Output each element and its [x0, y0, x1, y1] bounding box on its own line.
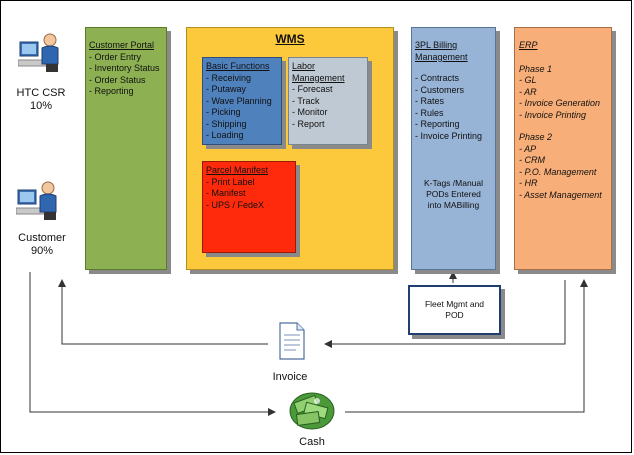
erp-box: ERP Phase 1 GL AR Invoice Generation Inv…	[514, 27, 612, 270]
list-item: Loading	[206, 130, 278, 142]
billing-note-line1: K-Tags /Manual	[423, 178, 484, 188]
csr-share: 10%	[29, 100, 53, 112]
list-item: HR	[519, 178, 608, 190]
parcel-manifest-title: Parcel Manifest	[206, 165, 269, 175]
billing-list: Contracts Customers Rates Rules Reportin…	[415, 73, 492, 142]
erp-phase1-title: Phase 1	[519, 63, 553, 74]
billing-note-line2: PODs Entered	[426, 189, 481, 199]
list-item: Invoice Printing	[415, 131, 492, 143]
invoice-label: Invoice	[272, 371, 308, 383]
customer-portal-box: Customer Portal Order Entry Inventory St…	[85, 27, 167, 270]
list-item: Track	[292, 96, 364, 108]
list-item: Invoice Printing	[519, 110, 608, 122]
labor-management-title-line1: Labor	[292, 61, 316, 71]
cash-to-erp-line	[345, 279, 588, 413]
cash-label: Cash	[299, 436, 325, 448]
billing-note-line3: into MABilling	[427, 200, 480, 210]
list-item: Manifest	[206, 188, 292, 200]
erp-title: ERP	[519, 40, 538, 50]
parcel-manifest-list: Print Label Manifest UPS / FedeX	[206, 177, 292, 212]
list-item: Order Status	[89, 75, 163, 87]
list-item: Invoice Generation	[519, 98, 608, 110]
erp-to-invoice-line	[324, 280, 566, 348]
cash-flow-line	[29, 272, 276, 416]
list-item: Customers	[415, 85, 492, 97]
list-item: Order Entry	[89, 52, 163, 64]
list-item: Reporting	[89, 86, 163, 98]
customer-label: Customer	[18, 232, 66, 244]
invoice-document-icon	[279, 322, 305, 360]
labor-management-title-line2: Management	[292, 72, 345, 83]
list-item: Forecast	[292, 84, 364, 96]
list-item: Rules	[415, 108, 492, 120]
basic-functions-box: Basic Functions Receiving Putaway Wave P…	[202, 57, 282, 145]
csr-label: HTC CSR	[16, 87, 66, 99]
wms-title: WMS	[275, 32, 305, 46]
billing-management-box: 3PL Billing Management Contracts Custome…	[411, 27, 496, 270]
customer-share: 90%	[30, 245, 54, 257]
billing-title-line2: Management	[415, 51, 468, 62]
customer-portal-title: Customer Portal	[89, 40, 155, 50]
billing-note: K-Tags /Manual PODs Entered into MABilli…	[415, 178, 492, 211]
list-item: AR	[519, 87, 608, 99]
fleet-line2: POD	[445, 310, 464, 320]
list-item: P.O. Management	[519, 167, 608, 179]
list-item: Inventory Status	[89, 63, 163, 75]
parcel-manifest-box: Parcel Manifest Print Label Manifest UPS…	[202, 161, 296, 253]
list-item: Shipping	[206, 119, 278, 131]
list-item: CRM	[519, 155, 608, 167]
basic-functions-list: Receiving Putaway Wave Planning Picking …	[206, 73, 278, 142]
list-item: Monitor	[292, 107, 364, 119]
list-item: Contracts	[415, 73, 492, 85]
list-item: GL	[519, 75, 608, 87]
list-item: Putaway	[206, 84, 278, 96]
invoice-to-customer-line	[58, 279, 268, 345]
erp-phase2-title: Phase 2	[519, 132, 553, 142]
list-item: UPS / FedeX	[206, 200, 292, 212]
fleet-line1: Fleet Mgmt and	[424, 299, 485, 309]
labor-management-box: Labor Management Forecast Track Monitor …	[288, 57, 368, 145]
list-item: Receiving	[206, 73, 278, 85]
list-item: Asset Management	[519, 190, 608, 202]
customer-computer-user-icon	[16, 181, 57, 220]
cash-money-icon	[289, 392, 335, 430]
list-item: AP	[519, 144, 608, 156]
erp-phase1-list: GL AR Invoice Generation Invoice Printin…	[519, 75, 608, 121]
csr-computer-user-icon	[18, 33, 59, 72]
fleet-mgmt-box: Fleet Mgmt and POD	[408, 285, 501, 335]
list-item: Reporting	[415, 119, 492, 131]
basic-functions-title: Basic Functions	[206, 61, 270, 71]
billing-title-line1: 3PL Billing	[415, 40, 458, 50]
labor-management-list: Forecast Track Monitor Report	[292, 84, 364, 130]
list-item: Report	[292, 119, 364, 131]
erp-phase2-list: AP CRM P.O. Management HR Asset Manageme…	[519, 144, 608, 202]
list-item: Picking	[206, 107, 278, 119]
list-item: Wave Planning	[206, 96, 278, 108]
list-item: Rates	[415, 96, 492, 108]
customer-portal-list: Order Entry Inventory Status Order Statu…	[89, 52, 163, 98]
list-item: Print Label	[206, 177, 292, 189]
